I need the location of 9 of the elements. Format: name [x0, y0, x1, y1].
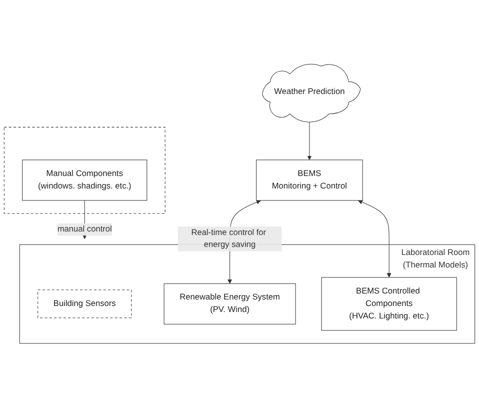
node-box: BEMS Monitoring + Control [256, 160, 363, 201]
cluster [4, 127, 166, 214]
arrow [358, 200, 392, 278]
node-box: Renewable Energy System (PV. Wind) [164, 284, 296, 325]
node-box: Building Sensors [38, 290, 132, 318]
node-box: BEMS Controlled Components (HVAC. Lighting. etc.) [321, 277, 457, 331]
arrow [307, 120, 312, 160]
node-box: Manual Components (windows. shadings. etc.) [22, 160, 148, 201]
edge-label: manual control [57, 225, 112, 234]
